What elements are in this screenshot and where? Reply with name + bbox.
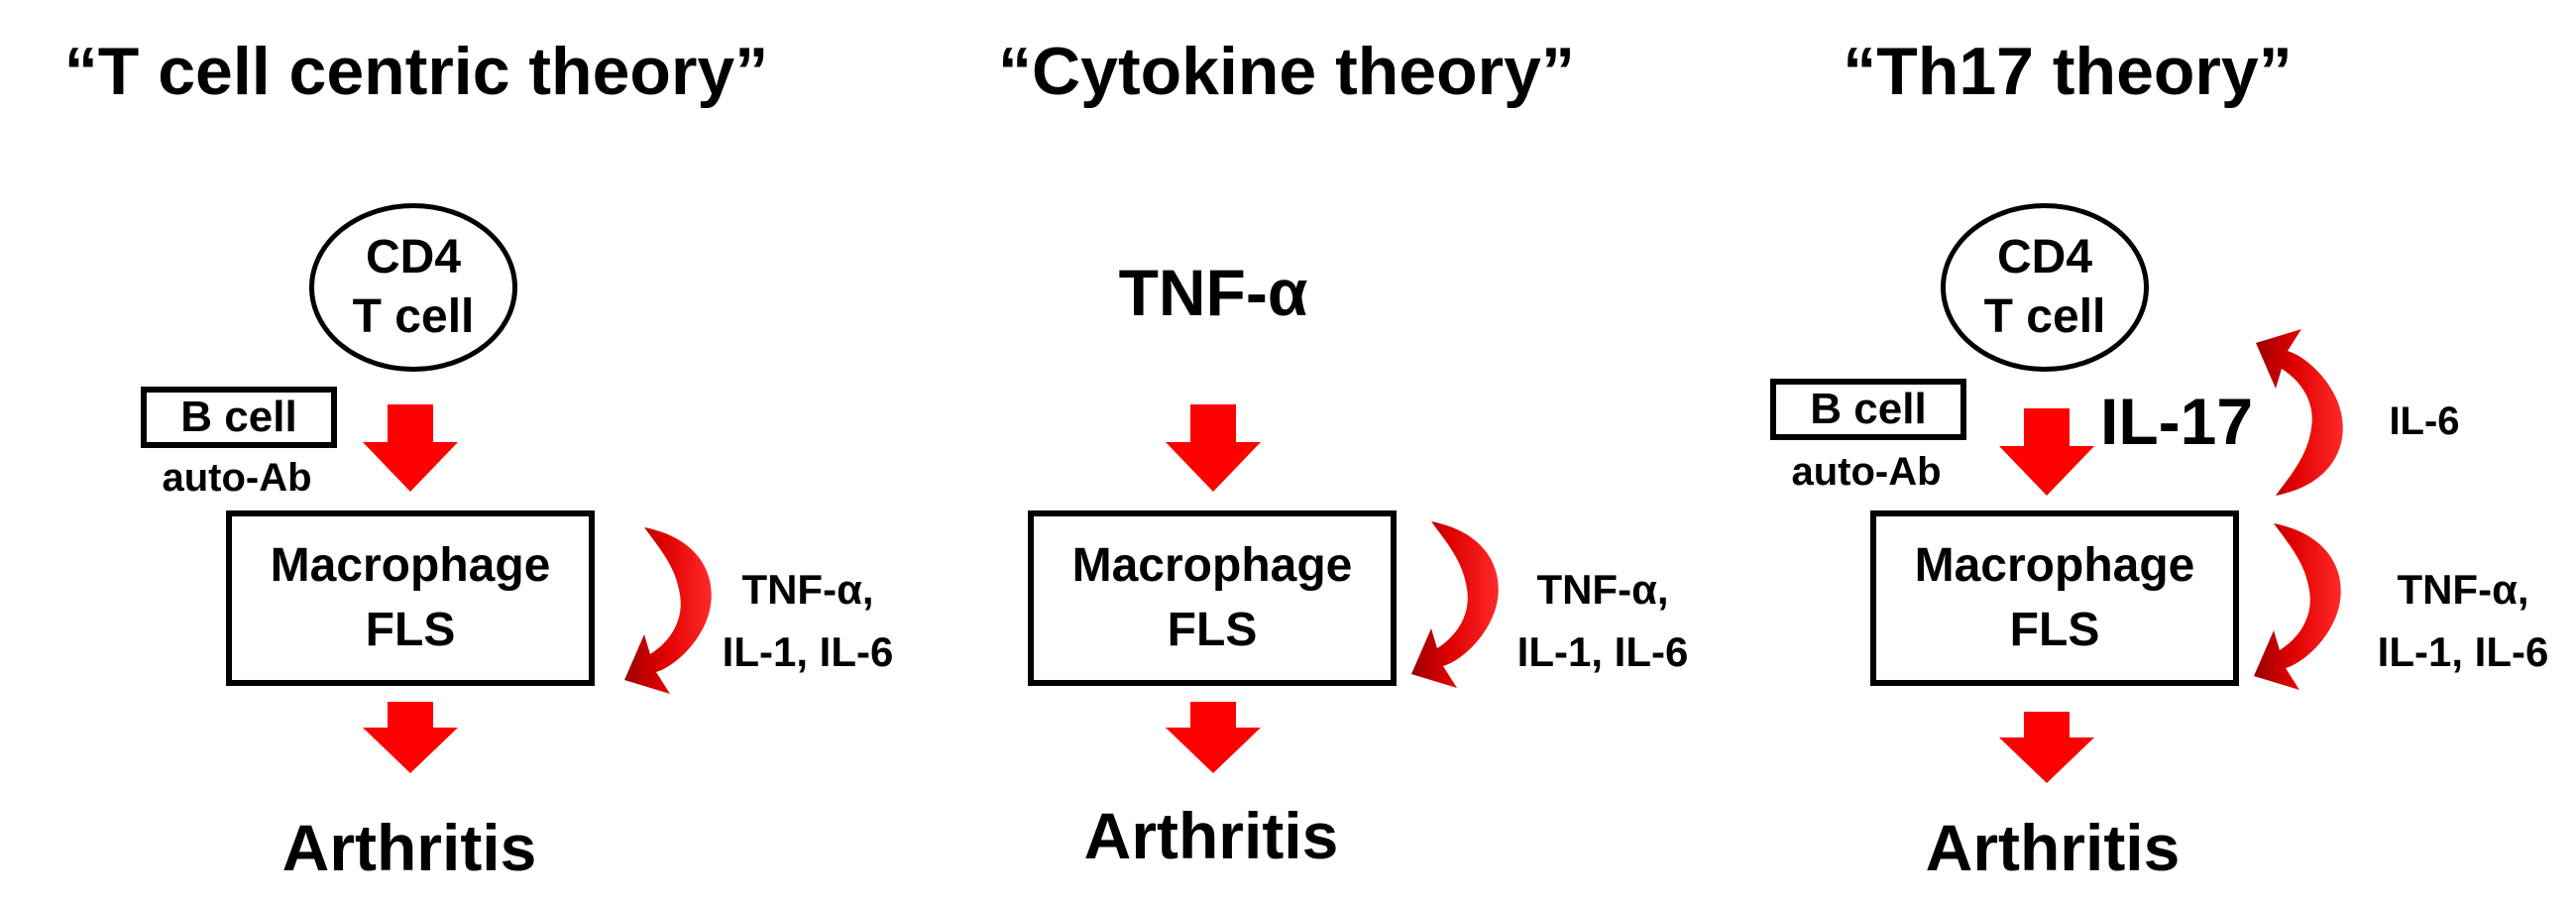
cytokines-label: TNF-α, IL-1, IL-6 [2378, 558, 2549, 683]
t-cell-label: T cell [1983, 290, 2106, 343]
arrow-tnf-to-macrophage [1166, 404, 1261, 492]
auto-ab-label: auto-Ab [1791, 450, 1942, 494]
panel-2-title: “Cytokine theory” [998, 34, 1575, 109]
cytokines-line-1: TNF-α, [2397, 566, 2529, 613]
cd4-t-cell-node: CD4 T cell [309, 203, 517, 372]
macrophage-fls-box: Macrophage FLS [1870, 510, 2239, 686]
arrow-macrophage-to-arthritis [363, 702, 458, 773]
b-cell-box: B cell [1770, 379, 1966, 440]
il-6-label: IL-6 [2389, 399, 2460, 443]
macrophage-fls-box: Macrophage FLS [1028, 510, 1397, 686]
feedback-curved-arrow [1411, 521, 1499, 688]
cytokines-label: TNF-α, IL-1, IL-6 [723, 558, 894, 683]
panel-1-title: “T cell centric theory” [63, 34, 769, 109]
b-cell-box: B cell [141, 387, 337, 448]
fls-label: FLS [2009, 603, 2100, 656]
fls-label: FLS [1167, 603, 1258, 656]
cytokines-line-1: TNF-α, [1536, 566, 1669, 613]
feedback-curved-arrow [624, 527, 712, 694]
cytokines-label: TNF-α, IL-1, IL-6 [1517, 558, 1689, 683]
cytokines-line-2: IL-1, IL-6 [2377, 628, 2549, 675]
cytokines-line-2: IL-1, IL-6 [722, 628, 894, 675]
cd4-t-cell-node: CD4 T cell [1941, 203, 2149, 372]
arthritis-outcome: Arthritis [281, 811, 537, 884]
arthritis-outcome: Arthritis [1925, 811, 2181, 884]
macrophage-fls-box: Macrophage FLS [226, 510, 595, 686]
feedback-curved-arrow [2254, 523, 2341, 690]
t-cell-label: T cell [352, 290, 475, 343]
macrophage-label: Macrophage [270, 538, 551, 592]
fls-label: FLS [365, 603, 456, 656]
cd4-label: CD4 [1996, 231, 2093, 283]
cytokines-line-1: TNF-α, [741, 566, 874, 613]
arrow-macrophage-to-arthritis [1999, 712, 2094, 783]
b-cell-label: B cell [1810, 385, 1927, 433]
arthritis-outcome: Arthritis [1083, 799, 1339, 872]
tnf-alpha-top-label: TNF-α [1118, 256, 1308, 329]
arrow-cd4-to-macrophage [363, 404, 458, 492]
panel-3-title: “Th17 theory” [1843, 34, 2293, 109]
auto-ab-label: auto-Ab [162, 456, 312, 500]
cd4-label: CD4 [365, 231, 462, 283]
arrow-macrophage-to-arthritis [1166, 702, 1261, 773]
il-6-curved-arrow [2256, 329, 2343, 496]
b-cell-label: B cell [180, 393, 297, 441]
macrophage-label: Macrophage [1914, 538, 2195, 592]
arrow-cd4-to-macrophage [1999, 408, 2094, 496]
macrophage-label: Macrophage [1071, 538, 1353, 592]
il-17-label: IL-17 [2099, 385, 2254, 458]
cytokines-line-2: IL-1, IL-6 [1516, 628, 1689, 675]
